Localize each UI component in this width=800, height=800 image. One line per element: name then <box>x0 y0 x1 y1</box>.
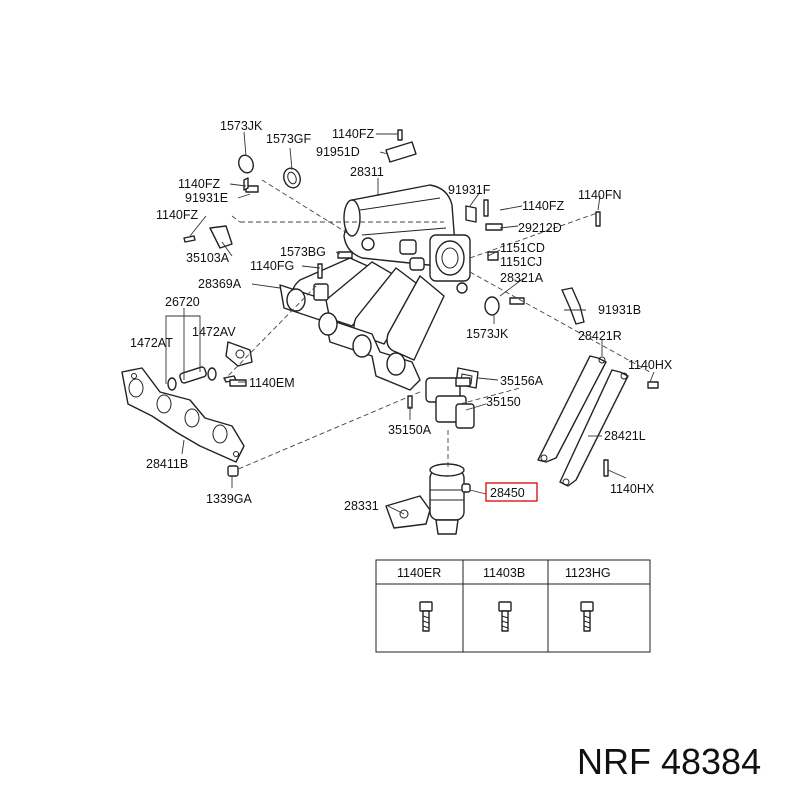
callout-91951D: 91951D <box>316 145 360 159</box>
callout-1140FZ: 1140FZ <box>332 127 375 141</box>
brand-part-number: NRF 48384 <box>577 741 761 782</box>
callout-35103A: 35103A <box>186 251 230 265</box>
callout-1151CD: 1151CD <box>500 241 545 255</box>
callout-1140EM: 1140EM <box>249 376 295 390</box>
callout-1573BG: 1573BG <box>280 245 326 259</box>
callout-labels: 1573JK 1573GF 1140FZ 91951D 28311 1140FZ… <box>130 119 673 513</box>
bolt-icon <box>498 601 512 632</box>
idle-air-control-valve <box>425 367 479 429</box>
callout-1472AT: 1472AT <box>130 336 173 350</box>
callout-91931F: 91931F <box>448 183 491 197</box>
callout-1339GA: 1339GA <box>206 492 253 506</box>
callout-28450: 28450 <box>490 486 525 500</box>
callout-1140FN: 1140FN <box>578 188 622 202</box>
callout-1573GF: 1573GF <box>266 132 312 146</box>
fastener-table: 1140ER 11403B 1123HG <box>375 559 651 653</box>
callout-1140FZ: 1140FZ <box>156 208 199 222</box>
bolt-icon <box>419 601 433 632</box>
callout-28369A: 28369A <box>198 277 242 291</box>
callout-1472AV: 1472AV <box>192 325 236 339</box>
callout-1140FG: 1140FG <box>250 259 294 273</box>
callout-1151CJ: 1151CJ <box>500 255 542 269</box>
callout-91931B: 91931B <box>598 303 641 317</box>
callout-28411B: 28411B <box>146 457 188 471</box>
bolt-icon <box>580 601 594 632</box>
callout-1573JK: 1573JK <box>220 119 263 133</box>
callout-28421L: 28421L <box>604 429 646 443</box>
manifold-stays <box>537 287 629 487</box>
table-header-1123HG: 1123HG <box>565 566 611 580</box>
callout-35150A: 35150A <box>388 423 432 437</box>
reference-lines <box>223 179 651 471</box>
callout-1573JK: 1573JK <box>466 327 509 341</box>
callout-35156A: 35156A <box>500 374 544 388</box>
callout-29212D: 29212D <box>518 221 562 235</box>
callout-28421R: 28421R <box>578 329 622 343</box>
callout-1140HX: 1140HX <box>628 358 673 372</box>
callout-1140HX: 1140HX <box>610 482 655 496</box>
callout-28331: 28331 <box>344 499 379 513</box>
intake-manifold <box>279 184 471 391</box>
callout-1140FZ: 1140FZ <box>522 199 565 213</box>
table-header-11403B: 11403B <box>483 566 525 580</box>
callout-26720: 26720 <box>165 295 200 309</box>
callout-1140FZ: 1140FZ <box>178 177 221 191</box>
leader-lines <box>165 131 655 515</box>
egr-valve <box>385 463 471 535</box>
fasteners <box>183 129 659 477</box>
callout-91931E: 91931E <box>185 191 228 205</box>
callout-28311: 28311 <box>350 165 384 179</box>
callout-28321A: 28321A <box>500 271 544 285</box>
manifold-gasket <box>121 367 245 463</box>
callout-35150: 35150 <box>486 395 521 409</box>
highlight-box-28450 <box>485 482 538 502</box>
table-header-1140ER: 1140ER <box>397 566 441 580</box>
